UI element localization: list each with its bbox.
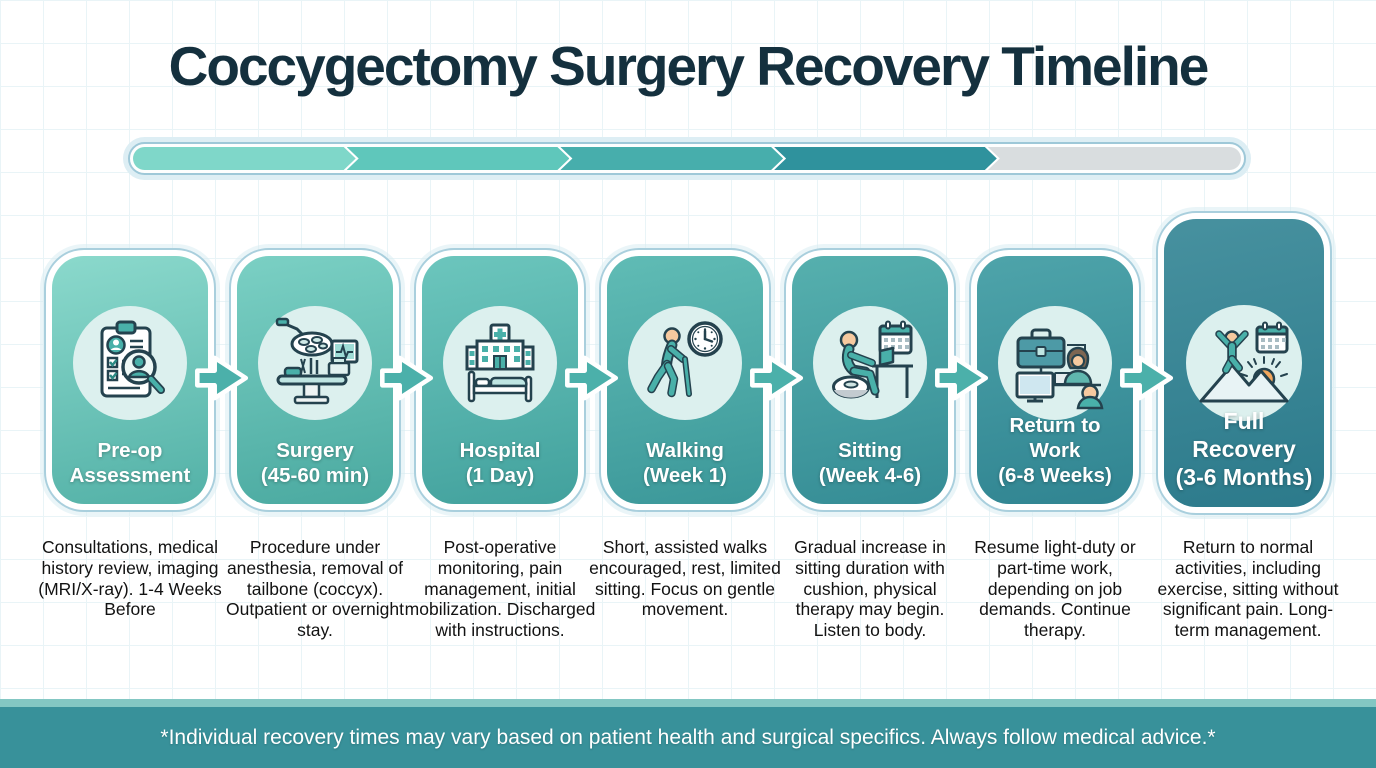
stage-name: Surgery [276, 439, 354, 462]
arrow-right-icon [934, 346, 990, 410]
progress-segment-3 [560, 147, 783, 170]
stage-icon-circle [998, 306, 1112, 420]
arrow-right-icon [564, 346, 620, 410]
footer-disclaimer-bar: *Individual recovery times may vary base… [0, 707, 1376, 768]
stage-duration: (Week 4-6) [818, 464, 922, 487]
stage-name: Hospital [459, 439, 541, 462]
stage-name: Sitting [838, 439, 902, 462]
walking-person-clock-icon [635, 313, 735, 413]
page-title: Coccygectomy Surgery Recovery Timeline [168, 35, 1210, 97]
stage-card-full-recovery: Full Recovery (3-6 Months) [1156, 211, 1332, 515]
stage-label: Hospital (1 Day) [428, 438, 572, 488]
stage-label: Full Recovery (3-6 Months) [1170, 407, 1318, 491]
stage-duration: (6-8 Weeks) [998, 464, 1112, 487]
progress-segment-2 [347, 147, 570, 170]
stage-label: Sitting (Week 4-6) [798, 438, 942, 488]
stage-description: Resume light-duty or part-time work, dep… [974, 537, 1136, 641]
stage-name: Return to Work [1009, 414, 1101, 462]
stage-duration: (1 Day) [465, 464, 535, 487]
stage-duration: (45-60 min) [260, 464, 370, 487]
disclaimer-text: *Individual recovery times may vary base… [160, 725, 1216, 749]
stage-description: Consultations, medical history review, i… [38, 537, 222, 620]
stage-label: Pre-op Assessment [58, 438, 202, 488]
arrow-right-icon [194, 346, 250, 410]
arrow-right-icon [749, 346, 805, 410]
stage-duration: (Week 1) [643, 464, 727, 487]
stage-description: Gradual increase in sitting duration wit… [794, 537, 946, 641]
stage-card-pre-op-assessment: Pre-op Assessment [44, 248, 216, 512]
footer-accent-strip [0, 699, 1376, 707]
stage-icon-circle [813, 306, 927, 420]
operating-room-icon [265, 313, 365, 413]
stage-name: Pre-op Assessment [69, 439, 191, 487]
stage-label: Walking (Week 1) [613, 438, 757, 488]
stage-description: Procedure under anesthesia, removal of t… [225, 537, 405, 641]
stage-description: Post-operative monitoring, pain manageme… [404, 537, 596, 641]
stage-description: Short, assisted walks encouraged, rest, … [589, 537, 781, 620]
stage-card-surgery: Surgery (45-60 min) [229, 248, 401, 512]
stage-icon-circle [258, 306, 372, 420]
stage-card-hospital: Hospital (1 Day) [414, 248, 586, 512]
sitting-cushion-calendar-icon [820, 313, 920, 413]
clipboard-checklist-magnifier-icon [80, 313, 180, 413]
stage-name: Full Recovery [1192, 407, 1296, 462]
stage-description: Return to normal activities, including e… [1157, 537, 1339, 641]
stage-label: Return to Work (6-8 Weeks) [983, 413, 1127, 488]
stage-label: Surgery (45-60 min) [243, 438, 387, 488]
stage-icon-circle [1186, 305, 1302, 421]
progress-segment-4 [774, 147, 997, 170]
briefcase-desk-meeting-icon [1005, 313, 1105, 413]
hospital-building-bed-icon [450, 313, 550, 413]
stage-card-return-to-work: Return to Work (6-8 Weeks) [969, 248, 1141, 512]
stage-card-sitting: Sitting (Week 4-6) [784, 248, 956, 512]
mountain-summit-person-calendar-icon [1194, 313, 1294, 413]
arrow-right-icon [1119, 346, 1175, 410]
progress-segment-1 [133, 147, 356, 170]
stage-card-walking: Walking (Week 1) [599, 248, 771, 512]
stage-icon-circle [73, 306, 187, 420]
progress-track [133, 147, 1241, 170]
timeline-progress-bar [128, 142, 1246, 175]
stage-name: Walking [646, 439, 724, 462]
stage-icon-circle [628, 306, 742, 420]
progress-segment-remaining [987, 147, 1241, 170]
arrow-right-icon [379, 346, 435, 410]
stage-duration: (3-6 Months) [1175, 463, 1313, 490]
stage-icon-circle [443, 306, 557, 420]
